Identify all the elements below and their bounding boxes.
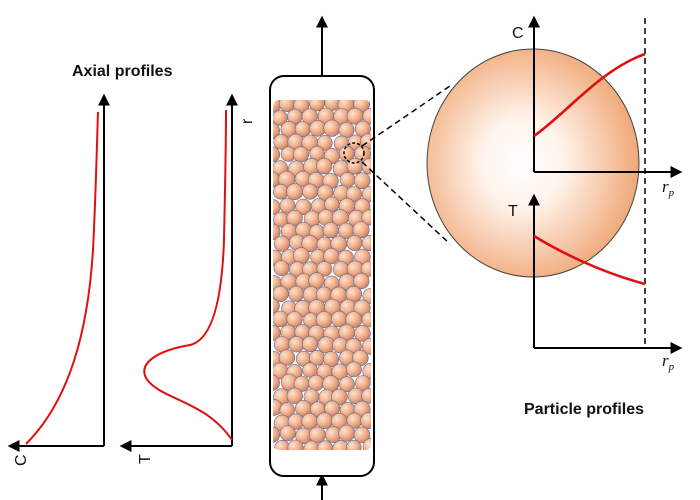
catalyst-bead xyxy=(317,184,334,201)
catalyst-bead xyxy=(361,311,371,328)
magnified-particle-marker xyxy=(343,142,365,164)
particle-t-curve xyxy=(533,234,646,286)
catalyst-bead xyxy=(309,120,327,137)
catalyst-bead xyxy=(362,108,371,125)
magnified-particle: C rp T rp xyxy=(426,15,683,373)
catalyst-bead xyxy=(323,119,341,137)
catalyst-bead xyxy=(345,361,362,378)
catalyst-bead xyxy=(286,387,303,404)
axial-c-curve xyxy=(25,111,99,445)
catalyst-bead xyxy=(273,122,281,139)
catalyst-bead xyxy=(279,425,296,442)
catalyst-bead xyxy=(353,299,371,317)
catalyst-bead xyxy=(273,235,291,252)
catalyst-bead xyxy=(338,122,355,139)
axial-profiles-title: Axial profiles xyxy=(72,63,173,80)
catalyst-bead xyxy=(352,221,370,239)
catalyst-bead xyxy=(273,183,289,200)
catalyst-bead xyxy=(273,426,280,443)
catalyst-bead xyxy=(292,247,310,265)
catalyst-bead xyxy=(324,400,341,417)
catalyst-bead xyxy=(339,376,355,393)
catalyst-bead xyxy=(346,235,363,251)
catalyst-bead xyxy=(353,426,371,444)
catalyst-bead xyxy=(286,311,303,328)
catalyst-bead xyxy=(353,172,371,189)
catalyst-bead xyxy=(273,324,281,341)
particle-t-label: T xyxy=(508,203,518,220)
catalyst-bead xyxy=(273,223,281,241)
catalyst-bead xyxy=(288,285,305,302)
catalyst-bead xyxy=(287,439,304,450)
catalyst-bead xyxy=(308,272,325,289)
catalyst-bead xyxy=(338,424,356,442)
catalyst-bead xyxy=(322,222,339,239)
catalyst-bead xyxy=(323,351,340,368)
zoom-line-top xyxy=(361,85,451,147)
catalyst-bead xyxy=(273,310,289,328)
catalyst-bead xyxy=(361,158,371,175)
catalyst-bead xyxy=(316,158,333,175)
particle-c-label: C xyxy=(512,25,524,42)
particle-temperature-plot: T rp xyxy=(508,193,683,373)
catalyst-bead xyxy=(273,260,290,276)
catalyst-bead xyxy=(330,388,348,406)
particle-concentration-plot: C rp xyxy=(512,15,683,199)
catalyst-bead xyxy=(362,437,371,450)
axial-c-label: C xyxy=(13,454,30,466)
catalyst-bead xyxy=(346,157,364,175)
particle-t-rp-label: rp xyxy=(662,351,675,373)
catalyst-bead xyxy=(273,146,281,163)
catalyst-bead xyxy=(273,374,280,392)
catalyst-bead xyxy=(286,183,304,201)
catalyst-bead xyxy=(279,197,296,214)
catalyst-bead xyxy=(308,374,325,392)
catalyst-bead xyxy=(354,325,371,342)
catalyst-bead xyxy=(301,108,318,125)
catalyst-bead xyxy=(355,375,371,391)
catalyst-bead xyxy=(273,298,280,314)
catalyst-bead xyxy=(316,261,333,277)
catalyst-bead xyxy=(361,209,371,226)
catalyst-bead xyxy=(316,412,334,430)
particle-c-curve xyxy=(533,52,646,138)
axial-t-label: T xyxy=(137,454,154,464)
axial-t-curve xyxy=(143,109,233,441)
catalyst-bead xyxy=(316,135,333,151)
catalyst-bead xyxy=(273,399,283,416)
catalyst-bead xyxy=(361,387,371,404)
particle-c-rp-label: rp xyxy=(662,177,675,199)
axial-r-label: r xyxy=(239,118,256,124)
catalyst-bead xyxy=(346,439,362,450)
catalyst-bead xyxy=(361,186,371,203)
axial-temperature-plot: T r xyxy=(119,93,256,464)
catalyst-bead xyxy=(361,235,371,252)
catalyst-bead xyxy=(362,288,371,304)
catalyst-bead xyxy=(353,272,370,290)
catalyst-bead xyxy=(361,337,371,355)
catalyst-bead xyxy=(360,412,371,429)
catalyst-bed xyxy=(273,100,371,450)
catalyst-bead xyxy=(278,349,296,366)
axial-concentration-plot: C xyxy=(7,93,110,466)
particle-profiles-title: Particle profiles xyxy=(524,401,644,418)
catalyst-bead xyxy=(317,336,335,354)
catalyst-bead xyxy=(302,335,319,353)
catalyst-bead xyxy=(362,362,371,380)
catalyst-bead xyxy=(302,183,319,200)
zoom-line-bottom xyxy=(361,161,451,245)
catalyst-bead xyxy=(292,146,309,163)
catalyst-bead xyxy=(360,261,371,277)
packed-bed-reactor xyxy=(269,15,375,500)
